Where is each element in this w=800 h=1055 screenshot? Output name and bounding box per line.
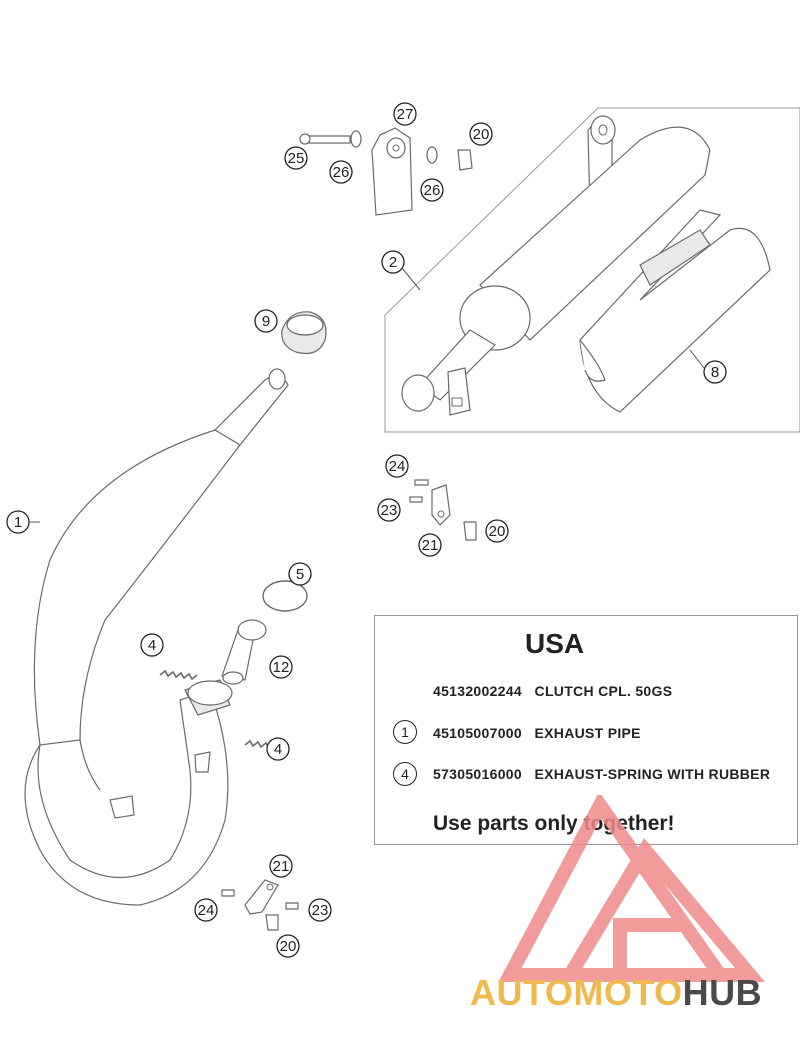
silencer-group-frame <box>384 107 800 433</box>
callout-9: 9 <box>254 309 278 333</box>
callout-20-middle: 20 <box>485 519 509 543</box>
svg-text:4: 4 <box>148 637 156 654</box>
grommet-part <box>281 311 327 355</box>
callout-12: 12 <box>269 655 293 679</box>
svg-text:26: 26 <box>333 164 350 181</box>
usa-row-exhaust-pipe: 45105007000 EXHAUST PIPE <box>433 725 641 741</box>
svg-text:20: 20 <box>280 938 297 955</box>
callout-8: 8 <box>689 349 727 384</box>
callout-24-lower: 24 <box>194 898 218 922</box>
callout-20-top: 20 <box>469 122 493 146</box>
automotohub-wordmark: AUTOMOTOHUB <box>470 972 762 1014</box>
svg-text:23: 23 <box>381 502 398 519</box>
wordmark-part2: HUB <box>682 972 763 1013</box>
callout-21-lower: 21 <box>269 854 293 878</box>
part-description: EXHAUST-SPRING WITH RUBBER <box>534 766 771 782</box>
svg-text:8: 8 <box>711 364 719 381</box>
callout-26-left: 26 <box>329 160 353 184</box>
spring-part-upper <box>159 669 198 681</box>
part-description: EXHAUST PIPE <box>534 725 641 741</box>
svg-text:9: 9 <box>262 313 270 330</box>
o-ring-part <box>262 580 308 612</box>
flange-sleeve-part <box>221 619 267 685</box>
svg-text:21: 21 <box>422 537 439 554</box>
clamp-assembly-middle <box>409 479 477 541</box>
automotohub-logo <box>498 795 766 982</box>
part-number: 45105007000 <box>433 725 522 741</box>
svg-text:21: 21 <box>273 858 290 875</box>
heat-shield-part <box>579 209 771 413</box>
part-description: CLUTCH CPL. 50GS <box>534 683 673 699</box>
callout-20-lower: 20 <box>276 934 300 958</box>
svg-text:24: 24 <box>198 902 215 919</box>
clamp-assembly-lower <box>221 879 299 931</box>
svg-text:4: 4 <box>274 741 282 758</box>
part-number: 57305016000 <box>433 766 522 782</box>
callout-4-lower: 4 <box>266 737 290 761</box>
svg-text:27: 27 <box>397 106 414 123</box>
svg-text:24: 24 <box>389 458 406 475</box>
wordmark-part1: AUTOMOTO <box>470 972 683 1013</box>
callout-23-middle: 23 <box>377 498 401 522</box>
svg-text:20: 20 <box>473 126 490 143</box>
svg-text:23: 23 <box>312 902 329 919</box>
ref-number-4: 4 <box>393 762 417 786</box>
usa-row-clutch: 45132002244 CLUTCH CPL. 50GS <box>433 683 672 699</box>
callout-4-upper: 4 <box>140 633 164 657</box>
callout-24-middle: 24 <box>385 454 409 478</box>
usa-parts-note: USA 45132002244 CLUTCH CPL. 50GS 1 45105… <box>374 615 798 845</box>
svg-text:26: 26 <box>424 182 441 199</box>
svg-text:2: 2 <box>389 254 397 271</box>
callout-5: 5 <box>288 562 312 586</box>
part-number: 45132002244 <box>433 683 522 699</box>
svg-text:25: 25 <box>288 150 305 167</box>
svg-text:20: 20 <box>489 523 506 540</box>
callout-26-right: 26 <box>420 178 444 202</box>
callout-25: 25 <box>284 146 308 170</box>
callout-27: 27 <box>393 102 417 126</box>
svg-text:12: 12 <box>273 659 290 676</box>
callout-21-middle: 21 <box>418 533 442 557</box>
exhaust-pipe-part <box>24 368 289 906</box>
mount-bracket-assembly <box>299 127 473 216</box>
ref-number-1: 1 <box>393 720 417 744</box>
svg-text:5: 5 <box>296 566 304 583</box>
usa-row-exhaust-spring: 57305016000 EXHAUST-SPRING WITH RUBBER <box>433 766 770 782</box>
silencer-part <box>401 115 711 416</box>
callout-2: 2 <box>381 250 421 291</box>
callout-23-lower: 23 <box>308 898 332 922</box>
callout-1: 1 <box>6 510 40 534</box>
usa-title: USA <box>525 628 585 659</box>
svg-text:1: 1 <box>14 514 22 531</box>
